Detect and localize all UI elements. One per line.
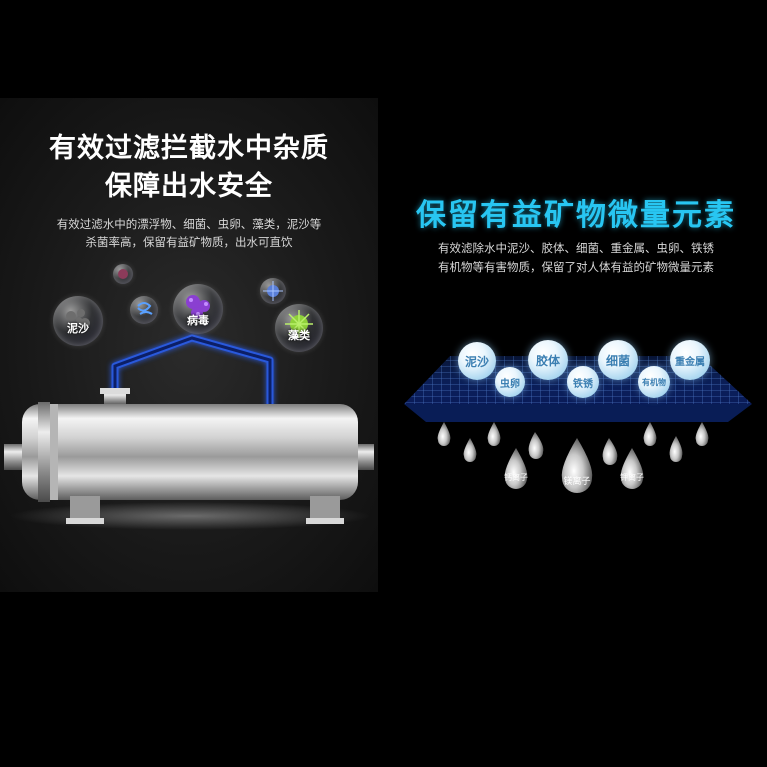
bubble-algae: 藻类 [275, 304, 323, 352]
bubble-label-sediment: 泥沙 [67, 322, 89, 335]
ball-label-sediment: 泥沙 [464, 354, 489, 369]
ball-rust: 铁锈 [567, 366, 599, 398]
germ-bubble-small-2 [130, 296, 158, 324]
drop-label-potassium: 钾离子 [620, 473, 644, 482]
bubble-label-algae: 藻类 [288, 329, 310, 342]
bubble-sediment: 泥沙 [53, 296, 103, 346]
ball-label-heavy-metal: 重金属 [675, 356, 705, 368]
ball-organic: 有机物 [638, 366, 670, 398]
ball-sediment: 泥沙 [458, 342, 496, 380]
bubble-label-virus: 病毒 [187, 314, 209, 327]
left-title-line1: 有效过滤拦截水中杂质 [49, 133, 329, 164]
left-desc-line2: 杀菌率高，保留有益矿物质，出水可直饮 [85, 235, 293, 249]
ball-label-rust: 铁锈 [573, 378, 593, 390]
ball-label-colloid: 胶体 [535, 353, 560, 368]
right-desc-line1: 有效滤除水中泥沙、胶体、细菌、重金属、虫卵、铁锈 [438, 241, 714, 255]
right-desc-line2: 有机物等有害物质，保留了对人体有益的矿物微量元素 [438, 260, 714, 274]
pipe-glow-illustration [111, 334, 274, 408]
ball-label-worm-egg: 虫卵 [500, 378, 520, 390]
ball-colloid: 胶体 [528, 340, 568, 380]
right-title: 保留有益矿物微量元素 [416, 198, 736, 233]
drop-label-calcium: 钙离子 [504, 473, 528, 482]
left-title-line2: 保障出水安全 [105, 171, 273, 202]
ball-label-organic: 有机物 [642, 377, 666, 387]
drop-magnesium: 镁离子 [559, 474, 595, 487]
drop-potassium: 钾离子 [616, 472, 648, 484]
germ-bubble-small-1 [113, 264, 133, 284]
drop-label-magnesium: 镁离子 [563, 477, 591, 487]
ball-worm-egg: 虫卵 [495, 367, 525, 397]
ball-label-bacteria: 细菌 [605, 353, 630, 368]
water-filter-tank [4, 388, 374, 530]
left-desc-line1: 有效过滤水中的漂浮物、细菌、虫卵、藻类，泥沙等 [56, 217, 322, 231]
bubble-virus: 病毒 [173, 284, 223, 334]
left-panel: 有效过滤拦截水中杂质 保障出水安全 有效过滤水中的漂浮物、细菌、虫卵、藻类，泥沙… [0, 98, 378, 592]
ball-bacteria: 细菌 [598, 340, 638, 380]
drop-calcium: 钙离子 [500, 472, 532, 484]
ball-heavy-metal: 重金属 [670, 340, 710, 380]
germ-bubble-small-3 [260, 278, 286, 304]
